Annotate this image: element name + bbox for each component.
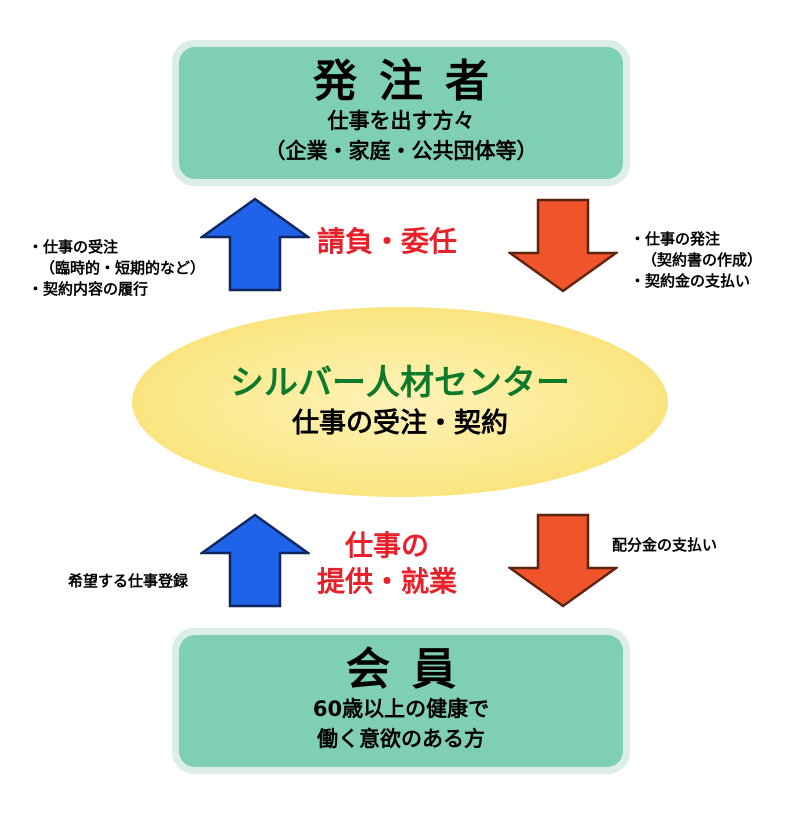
upper-left-notes: ・仕事の受注 （臨時的・短期的など） ・契約内容の履行 — [28, 237, 205, 300]
lower-right-note: 配分金の支払い — [612, 536, 718, 554]
center-subtitle: 仕事の受注・契約 — [292, 407, 508, 439]
note-order-placement: ・仕事の発注 — [630, 230, 721, 248]
work-provision-line-2: 提供・就業 — [316, 565, 457, 599]
contract-type-label: 請負・委任 — [316, 225, 457, 258]
member-title: 会員 — [346, 644, 478, 696]
work-provision-label: 仕事の 提供・就業 — [312, 528, 462, 601]
client-description: 仕事を出す方々 （企業・家庭・公共団体等） — [265, 106, 538, 167]
note-temporary-shortterm: （臨時的・短期的など） — [40, 259, 206, 277]
client-line-1: 仕事を出す方々 — [327, 108, 475, 133]
note-order-receipt: ・仕事の受注 — [28, 238, 119, 256]
client-box-inner: 発注者 仕事を出す方々 （企業・家庭・公共団体等） — [179, 47, 623, 179]
upper-down-arrow-icon — [508, 198, 618, 293]
lower-left-note: 希望する仕事登録 — [68, 572, 189, 590]
client-box: 発注者 仕事を出す方々 （企業・家庭・公共団体等） — [172, 40, 630, 186]
upper-up-arrow-icon — [200, 197, 310, 292]
note-contract-fulfillment: ・契約内容の履行 — [28, 280, 149, 298]
silver-center-ellipse: シルバー人材センター 仕事の受注・契約 — [132, 307, 668, 497]
member-line-1: 60歳以上の健康で — [312, 696, 490, 721]
client-title: 発注者 — [313, 56, 511, 108]
client-line-2: （企業・家庭・公共団体等） — [264, 139, 538, 164]
member-line-2: 働く意欲のある方 — [316, 727, 485, 752]
upper-right-notes: ・仕事の発注 （契約書の作成） ・契約金の支払い — [630, 229, 762, 292]
member-box: 会員 60歳以上の健康で 働く意欲のある方 — [172, 628, 630, 774]
center-title: シルバー人材センター — [230, 363, 570, 404]
note-contract-document: （契約書の作成） — [642, 251, 763, 269]
work-provision-line-1: 仕事の — [344, 529, 429, 562]
member-box-inner: 会員 60歳以上の健康で 働く意欲のある方 — [179, 635, 623, 767]
lower-up-arrow-icon — [200, 513, 310, 608]
note-contract-payment: ・契約金の支払い — [630, 272, 751, 290]
member-description: 60歳以上の健康で 働く意欲のある方 — [313, 694, 489, 755]
lower-down-arrow-icon — [508, 513, 618, 608]
